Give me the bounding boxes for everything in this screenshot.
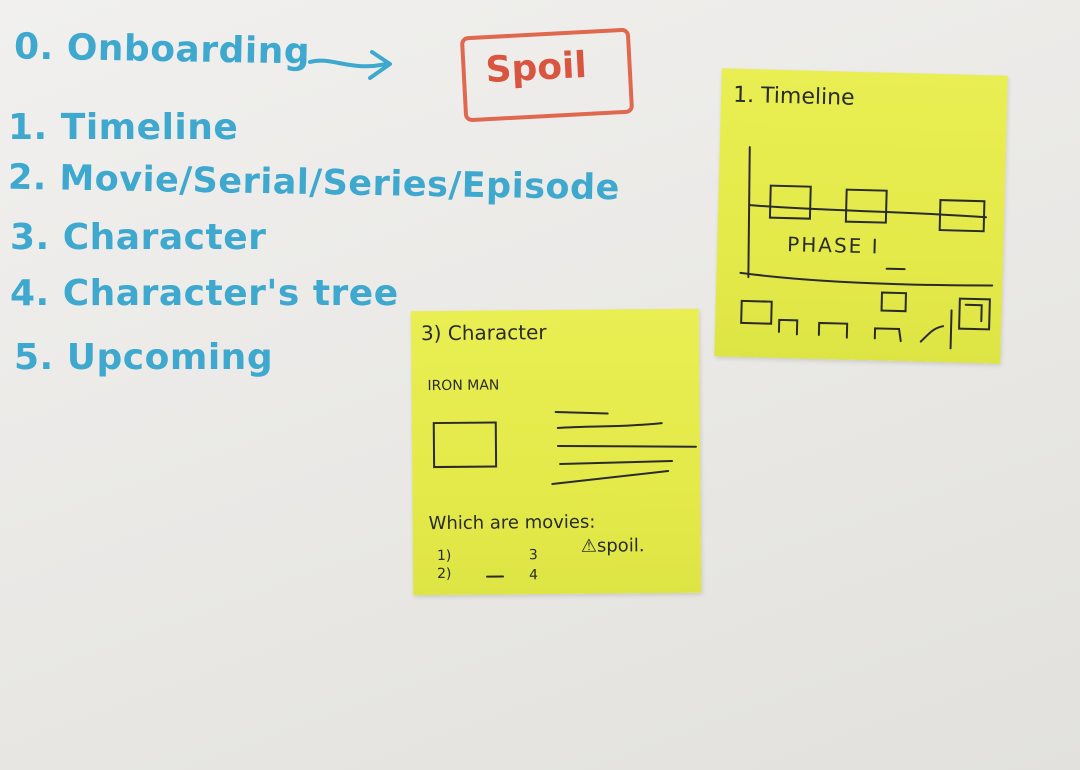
timeline-phase-label: PHASE I — [786, 232, 880, 259]
spoil-label: Spoil — [484, 44, 588, 92]
character-sketch — [432, 411, 697, 578]
character-question: Which are movies: — [428, 511, 596, 535]
movie-list-item-4: 4 — [529, 567, 539, 584]
agenda-item-characters-tree: 4. Character's tree — [10, 273, 399, 314]
spoil-warning: ⚠spoil. — [580, 535, 645, 557]
agenda-item-character: 3. Character — [10, 217, 267, 258]
agenda-item-movie: 2. Movie/Serial/Series/Episode — [7, 157, 621, 209]
movie-list-item-3: 3 — [528, 547, 538, 564]
movie-list-item-2: 2) — [436, 565, 452, 583]
spoil-box: Spoil — [459, 27, 635, 123]
agenda-item-upcoming: 5. Upcoming — [14, 337, 274, 378]
arrow-right-icon — [308, 50, 392, 80]
agenda-item-timeline: 1. Timeline — [8, 107, 239, 148]
sticky-note-timeline: 1. Timeline PHASE I — [714, 68, 1008, 364]
timeline-sketch — [739, 146, 994, 350]
movie-list-item-1: 1) — [436, 547, 452, 565]
agenda-item-onboarding: 0. Onboarding — [13, 26, 311, 73]
sticky-note-character: 3) Character IRON MAN Which are movies: … — [410, 308, 702, 596]
